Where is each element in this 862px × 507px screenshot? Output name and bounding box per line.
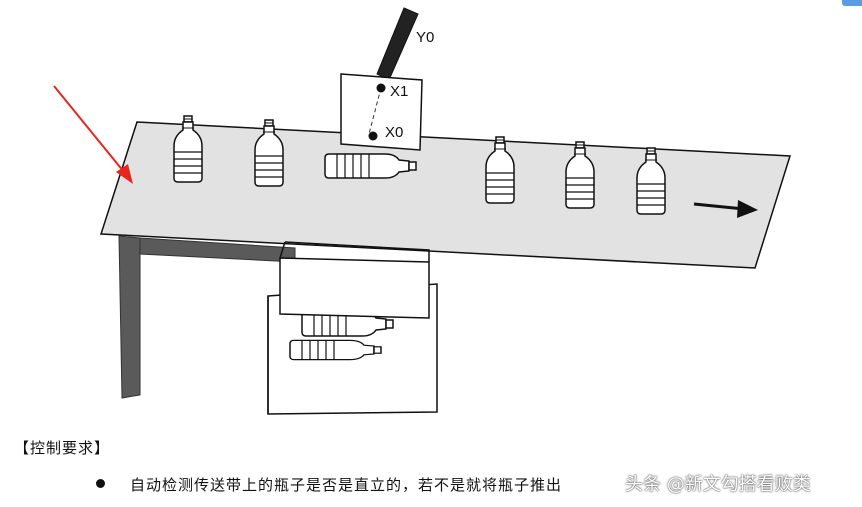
label-x1: X1: [390, 83, 408, 100]
sensor-x0-dot: [368, 131, 378, 141]
bullet-item: 自动检测传送带上的瓶子是否是直立的，若不是就将瓶子推出: [96, 474, 562, 495]
label-x0: X0: [385, 124, 403, 141]
bin-flap: [279, 257, 430, 319]
sensor-plate: [340, 73, 423, 151]
red-pointer-arrow-icon: [53, 85, 133, 184]
reject-bin: [267, 241, 438, 415]
watermark: 头条 @新文勾搭看败类: [625, 474, 811, 495]
push-rod: [376, 7, 419, 81]
conveyor-svg: Y0 X1 X0: [53, 7, 792, 415]
bullet-dot-icon: [96, 479, 105, 488]
label-y0: Y0: [416, 29, 434, 46]
bullet-text: 自动检测传送带上的瓶子是否是直立的，若不是就将瓶子推出: [130, 476, 563, 494]
direction-arrow-icon: [693, 200, 758, 218]
sensor-beam: [368, 87, 382, 135]
section-title: 【控制要求】: [14, 439, 111, 457]
corner-badge-icon: [842, 0, 862, 6]
sensor-x1-dot: [376, 83, 386, 93]
conveyor-diagram: Y0 X1 X0: [53, 7, 792, 415]
